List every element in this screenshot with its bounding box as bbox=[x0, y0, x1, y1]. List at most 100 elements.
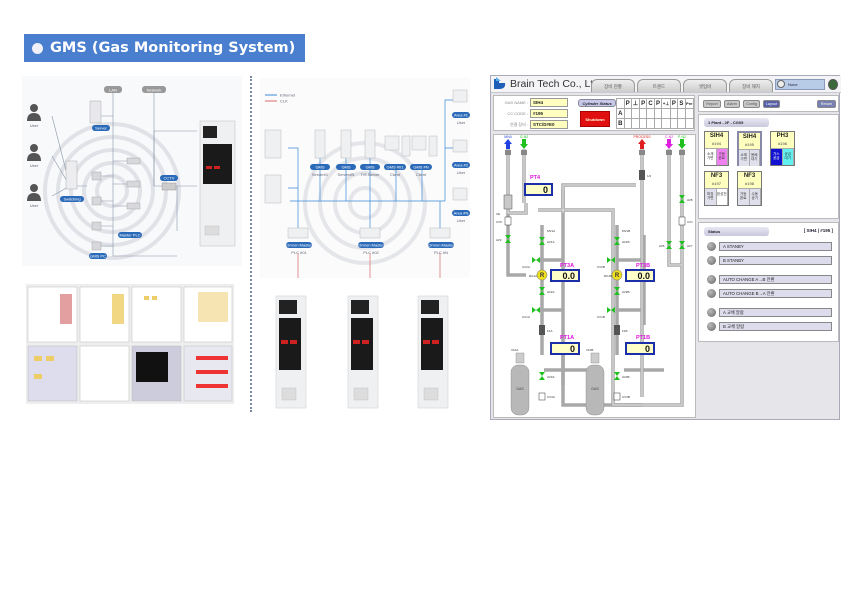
tab-status[interactable]: 장비 현황 bbox=[591, 79, 635, 92]
regulator-a-icon bbox=[536, 269, 548, 281]
regulator-b-icon bbox=[611, 269, 623, 281]
svg-text:Client: Client bbox=[416, 172, 427, 177]
gms-pc-tag bbox=[89, 253, 107, 259]
alarm-button[interactable]: Alarm bbox=[724, 100, 740, 108]
pt1a-value: 0 bbox=[550, 342, 580, 355]
status-led-icon bbox=[707, 321, 716, 331]
legend-ethernet-label: Ethernet bbox=[280, 93, 296, 98]
switching-icon bbox=[65, 160, 78, 190]
svg-text:Area #N: Area #N bbox=[454, 211, 469, 216]
inlet-gn2-arrow bbox=[520, 139, 528, 149]
status-panel: Status [ SIH4 | #195 ] A STANBY B STANBY… bbox=[698, 222, 839, 342]
svg-text:CV2A: CV2A bbox=[522, 265, 530, 269]
report-button[interactable]: Report bbox=[703, 100, 721, 108]
inlet-mn4-arrow bbox=[504, 139, 512, 149]
cylinder-status-button[interactable]: Cylinder Status bbox=[578, 99, 616, 107]
app-header: Brain Tech Co., Ltd. 장비 현황 트렌드 셋업바 장비 해지… bbox=[491, 76, 841, 93]
inlet-cn2-label: C-N2 bbox=[665, 135, 673, 139]
svg-text:GMS: GMS bbox=[341, 165, 350, 170]
svg-text:MV1A: MV1A bbox=[547, 229, 555, 233]
inlet-cn2-arrow bbox=[665, 139, 673, 149]
svg-text:Area #2: Area #2 bbox=[454, 163, 469, 168]
status-item: B 교체 알람 bbox=[707, 321, 832, 331]
svg-text:AV6: AV6 bbox=[659, 244, 665, 248]
svg-text:F1B: F1B bbox=[622, 329, 628, 333]
lan-tag bbox=[104, 86, 122, 93]
shutdown-button[interactable]: Shutdown bbox=[580, 111, 610, 127]
svg-text:AV2A: AV2A bbox=[547, 290, 554, 294]
svg-text:CV3B: CV3B bbox=[622, 395, 630, 399]
inlet-mn4-label: MN4 bbox=[504, 135, 511, 139]
cyl-state-a: 퍼징 가변 bbox=[705, 189, 717, 205]
valve-icons bbox=[505, 195, 685, 380]
return-button[interactable]: Return bbox=[817, 100, 836, 108]
svg-text:CV5: CV5 bbox=[496, 220, 502, 224]
switching-tag bbox=[60, 196, 84, 202]
main-tabs: 장비 현황 트렌드 셋업바 장비 해지 bbox=[591, 79, 775, 92]
svg-text:RG1A: RG1A bbox=[529, 274, 537, 278]
regulator-a-label: R bbox=[540, 273, 545, 279]
svg-text:T/S Server: T/S Server bbox=[360, 172, 380, 177]
svg-text:PLC #02: PLC #02 bbox=[363, 250, 379, 255]
gas-name-label: GAS NAME : bbox=[504, 100, 528, 105]
status-item: A 교체 알람 bbox=[707, 307, 832, 317]
svg-text:V10B: V10B bbox=[586, 348, 593, 352]
config-button[interactable]: Config bbox=[743, 100, 760, 108]
svg-text:GMS: GMS bbox=[365, 165, 374, 170]
master-plc-label: Master PLC bbox=[119, 233, 140, 238]
user-icon bbox=[777, 80, 785, 88]
cabinets-svg bbox=[275, 295, 449, 409]
vertical-divider bbox=[250, 76, 252, 412]
cyl-state-a: 소재 가변 bbox=[705, 149, 717, 165]
linked-equipment-value: STC/D#E0 bbox=[530, 120, 568, 129]
section-title-text: GMS (Gas Monitoring System) bbox=[50, 40, 296, 56]
pt3a-label: PT3A bbox=[560, 263, 575, 269]
svg-text:1/2: 1/2 bbox=[647, 174, 652, 178]
svg-text:Server#1: Server#1 bbox=[312, 172, 329, 177]
cyl-state-b: 공급 대기 bbox=[782, 149, 794, 165]
section-title: GMS (Gas Monitoring System) bbox=[24, 34, 305, 62]
server-icons bbox=[264, 89, 468, 239]
cyl-state-b: 봄베 대기 bbox=[749, 150, 760, 166]
company-name: Brain Tech Co., Ltd. bbox=[510, 77, 603, 90]
flow-svg: MN4 G-N2 PROCESS C-N2 P-N2 bbox=[496, 135, 693, 416]
tab-release[interactable]: 장비 해지 bbox=[729, 79, 773, 92]
svg-text:AV3A: AV3A bbox=[547, 375, 554, 379]
svg-text:Omron Master: Omron Master bbox=[428, 243, 454, 248]
pt3a-value: 0.0 bbox=[550, 269, 580, 282]
status-tag: [ SIH4 | #195 ] bbox=[803, 228, 833, 233]
status-title: Status bbox=[704, 227, 769, 236]
cctv-icon bbox=[161, 182, 177, 191]
tab-setup[interactable]: 셋업바 bbox=[683, 79, 727, 92]
svg-text:VE: VE bbox=[496, 212, 500, 216]
power-button[interactable] bbox=[828, 79, 838, 90]
network-tag bbox=[142, 86, 166, 93]
svg-text:CV3A: CV3A bbox=[547, 395, 555, 399]
user-field[interactable]: None bbox=[775, 79, 825, 90]
svg-text:CV2B: CV2B bbox=[597, 265, 605, 269]
pt1b-value: 0 bbox=[625, 342, 655, 355]
gas-cylinder-a-icon bbox=[510, 352, 530, 416]
plant-title: 1 Plant - 2F - CG05 bbox=[704, 118, 769, 127]
layout-button[interactable]: Layout bbox=[763, 100, 780, 108]
svg-text:RG1B: RG1B bbox=[604, 274, 612, 278]
pt4-value: 0 bbox=[524, 183, 553, 196]
check-valve-icons bbox=[504, 216, 686, 401]
outlet-process-arrow bbox=[638, 139, 646, 149]
status-led-icon bbox=[707, 307, 716, 317]
server-icon bbox=[89, 100, 102, 124]
gas-a-label: GAS bbox=[516, 387, 524, 391]
tab-trend[interactable]: 트렌드 bbox=[637, 79, 681, 92]
gms-pc-label: GMS PC bbox=[90, 254, 106, 259]
gas-info-panel: GAS NAME :SIH4 CC CODE :#195 연결 장비 :STC/… bbox=[493, 95, 695, 131]
